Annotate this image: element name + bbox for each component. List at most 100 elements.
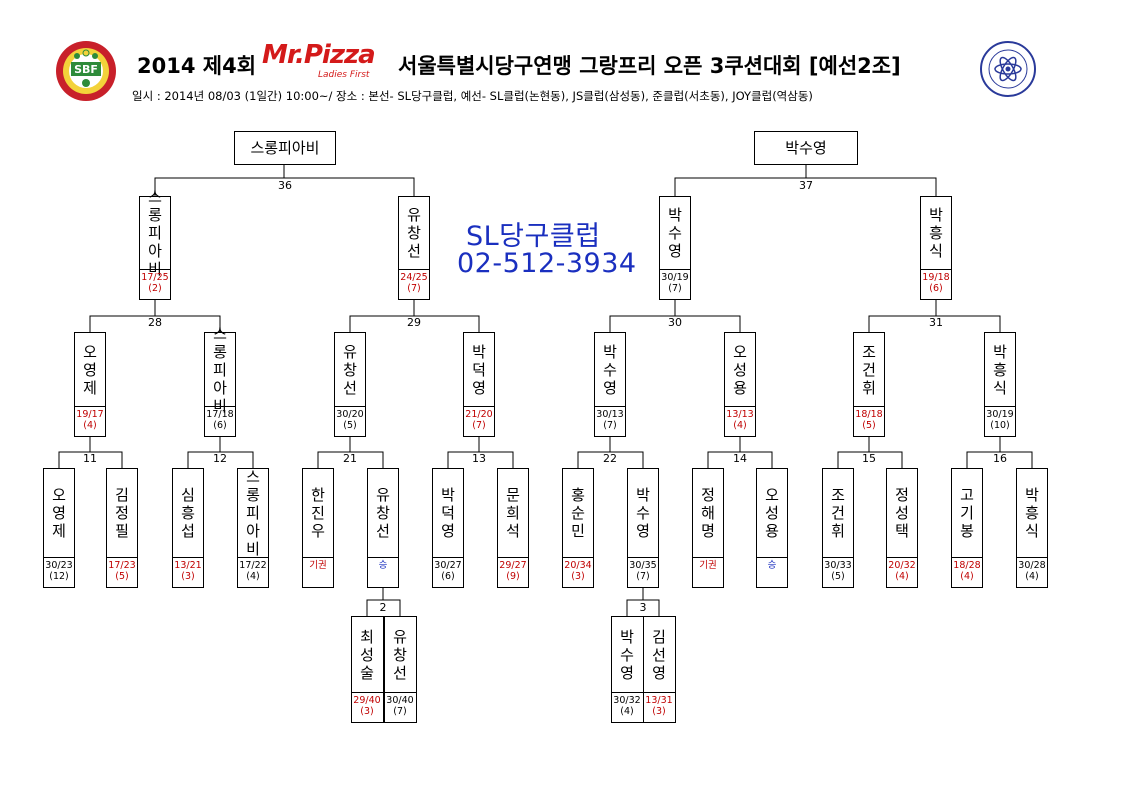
inning-count: (7) [407, 283, 421, 294]
score-value: 13/13 [726, 409, 754, 420]
score-value: 30/28 [1018, 560, 1046, 571]
score-value: 30/13 [596, 409, 624, 420]
score-value: 기권 [699, 560, 717, 571]
mr-pizza-tagline: Ladies First [318, 70, 370, 80]
title-year-edition: 2014 제4회 [137, 54, 257, 78]
inning-count: (7) [393, 706, 407, 717]
inning-count: (3) [652, 706, 666, 717]
inning-count: (7) [472, 420, 486, 431]
svg-text:SBF: SBF [74, 63, 98, 76]
inning-count: (4) [83, 420, 97, 431]
score-value: 30/27 [434, 560, 462, 571]
inning-count: (7) [636, 571, 650, 582]
player-score: 29/40(3) [351, 692, 383, 722]
inning-count: (7) [603, 420, 617, 431]
score-value: 30/35 [629, 560, 657, 571]
score-value: 17/18 [206, 409, 234, 420]
inning-count: (4) [620, 706, 634, 717]
inning-count: (6) [929, 283, 943, 294]
player-score: 18/28(4) [952, 557, 982, 587]
player-score: 기권 [303, 557, 333, 587]
player-score: 30/35(7) [628, 557, 658, 587]
player-score: 18/18(5) [854, 406, 884, 436]
player-score: 20/32(4) [887, 557, 917, 587]
atom-seal-icon [979, 40, 1037, 98]
player-score: 30/20(5) [335, 406, 365, 436]
inning-count: (3) [181, 571, 195, 582]
player-score: 30/13(7) [595, 406, 625, 436]
score-value: 29/40 [353, 695, 381, 706]
page-title: 서울특별시당구연맹 그랑프리 오픈 3쿠션대회 [예선2조] [398, 54, 901, 78]
score-value: 20/32 [888, 560, 916, 571]
score-value: 21/20 [465, 409, 493, 420]
score-value: 기권 [309, 560, 327, 571]
score-value: 30/19 [661, 272, 689, 283]
ad-phone: 02-512-3934 [457, 248, 637, 279]
player-score: 30/33(5) [823, 557, 853, 587]
match-number: 22 [603, 452, 617, 465]
inning-count: (4) [895, 571, 909, 582]
score-value: 19/17 [76, 409, 104, 420]
player-score: 승 [757, 557, 787, 587]
player-score: 21/20(7) [464, 406, 494, 436]
score-value: 29/27 [499, 560, 527, 571]
match-number: 28 [148, 316, 162, 329]
player-score: 30/40(7) [384, 692, 416, 722]
inning-count: (12) [49, 571, 69, 582]
inning-count: (3) [571, 571, 585, 582]
match-number: 11 [83, 452, 97, 465]
score-value: 17/25 [141, 272, 169, 283]
mr-pizza-brand: Mr.Pizza [262, 40, 376, 70]
match-number: 31 [929, 316, 943, 329]
player-score: 20/34(3) [563, 557, 593, 587]
inning-count: (5) [115, 571, 129, 582]
score-value: 18/18 [855, 409, 883, 420]
player-score: 17/18(6) [205, 406, 235, 436]
inning-count: (6) [213, 420, 227, 431]
score-value: 30/23 [45, 560, 73, 571]
inning-count: (3) [360, 706, 374, 717]
player-score: 13/31(3) [643, 692, 675, 722]
score-value: 13/31 [645, 695, 673, 706]
match-number: 37 [799, 179, 813, 192]
